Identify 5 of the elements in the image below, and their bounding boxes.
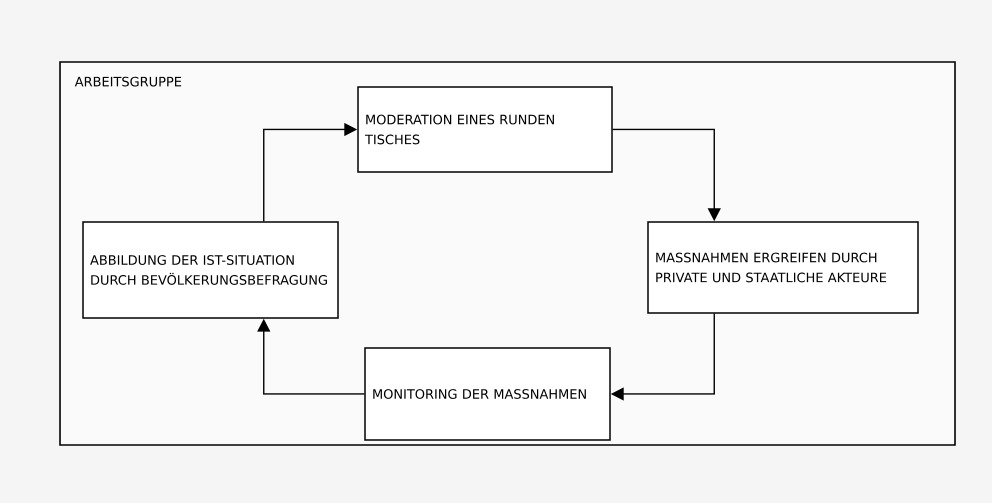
process-box: ABBILDUNG DER IST-SITUATION DURCH BEVÖLKERUNGSBEFRAGUNG xyxy=(82,221,339,319)
process-box: MONITORING DER MASSNAHMEN xyxy=(364,347,611,441)
group-heading: ARBEITSGRUPPE xyxy=(74,76,182,86)
process-box: MODERATION EINES RUNDEN TISCHES xyxy=(357,86,613,173)
process-box: MASSNAHMEN ERGREIFEN DURCH PRIVATE UND STAATLICHE AKTEURE xyxy=(647,221,919,314)
